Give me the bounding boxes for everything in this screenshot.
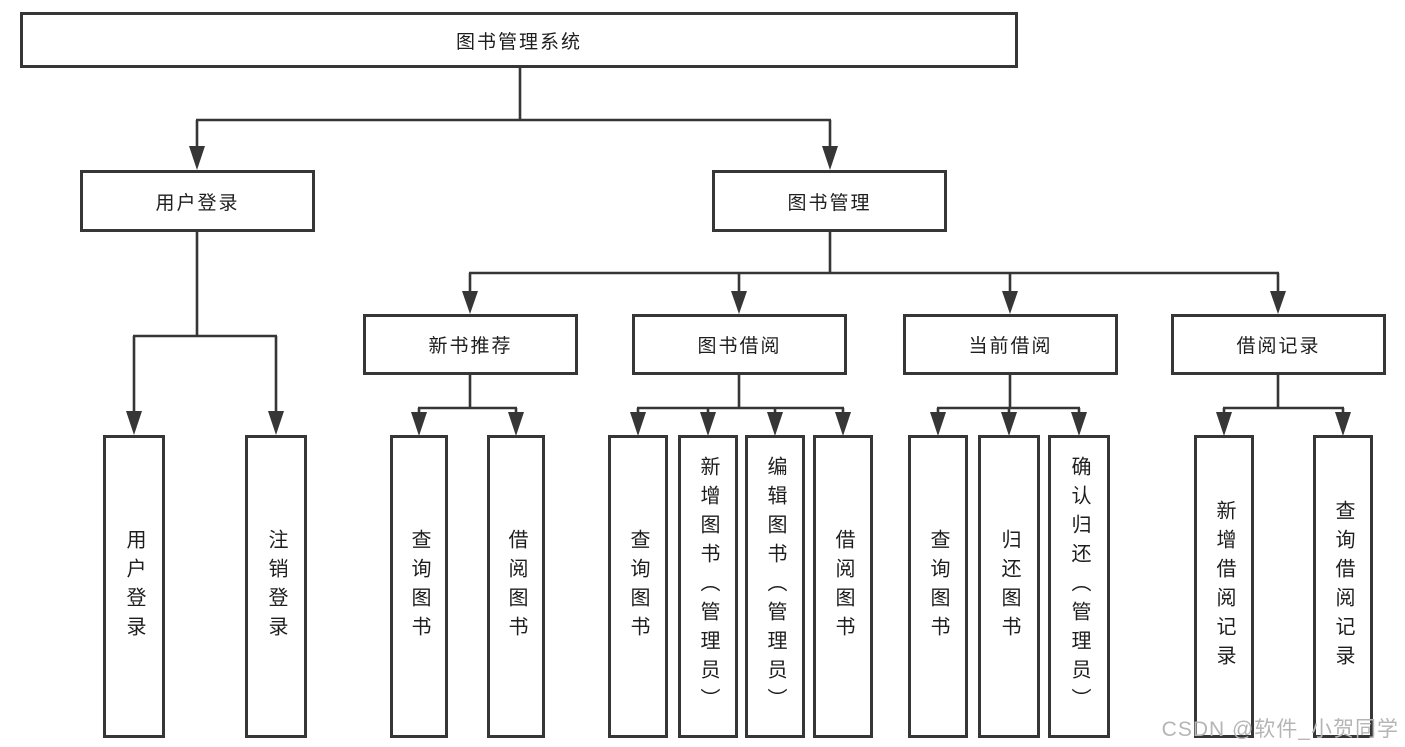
node-logout: 注销登录 [245,435,307,738]
node-book-management: 图书管理 [712,170,947,232]
node-book-borrowing: 图书借阅 [632,314,847,375]
node-records-query-borrow-record: 查询借阅记录 [1313,435,1373,738]
node-borrowing-records: 借阅记录 [1171,314,1386,375]
node-recommend-borrow-books: 借阅图书 [487,435,545,738]
node-borrowing-query-books: 查询图书 [608,435,668,738]
node-new-book-recommendation: 新书推荐 [363,314,578,375]
node-library-management-system: 图书管理系统 [20,12,1018,68]
node-current-borrowing: 当前借阅 [903,314,1118,375]
node-user-login: 用户登录 [80,170,315,232]
node-recommend-query-books: 查询图书 [390,435,448,738]
node-current-return-books: 归还图书 [978,435,1040,738]
csdn-watermark: CSDN @软件_小贺同学 [1161,718,1399,741]
node-borrowing-add-books-admin: 新增图书（管理员） [678,435,738,738]
node-borrowing-borrow-books: 借阅图书 [813,435,873,738]
node-user-login-leaf: 用户登录 [103,435,165,738]
node-current-query-books: 查询图书 [908,435,968,738]
node-current-confirm-return-admin: 确认归还（管理员） [1048,435,1110,738]
node-borrowing-edit-books-admin: 编辑图书（管理员） [745,435,805,738]
node-records-add-borrow-record: 新增借阅记录 [1194,435,1254,738]
